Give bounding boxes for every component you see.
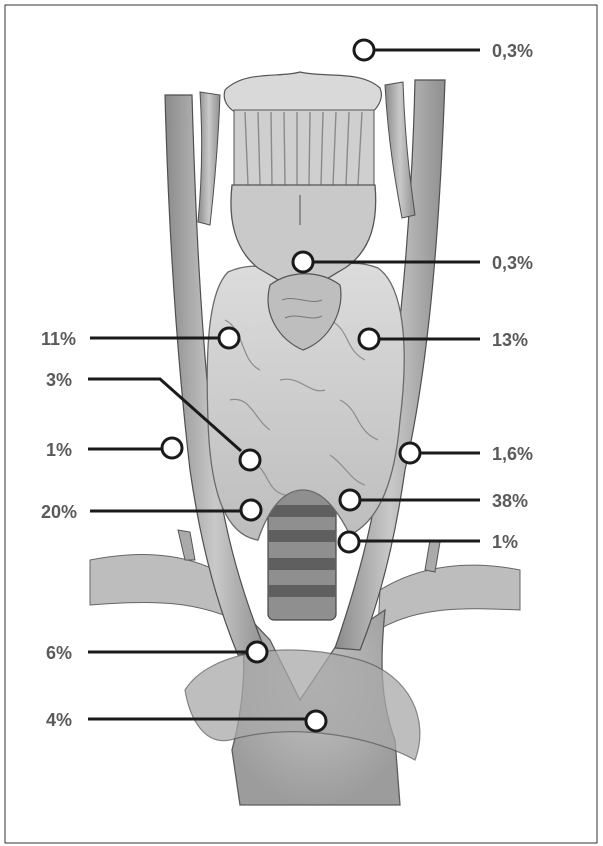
- marker-left-lower-pole: [241, 500, 261, 520]
- marker-right-upper-pole: [359, 329, 379, 349]
- label-left-mid-lobe: 3%: [46, 370, 72, 390]
- label-right-carotid-sheath: 1,6%: [492, 444, 533, 464]
- label-left-carotid-sheath: 1%: [46, 440, 72, 460]
- marker-mediastinum-lower: [306, 711, 326, 731]
- marker-thyroid-cartilage: [293, 252, 313, 272]
- marker-mediastinum-upper: [247, 642, 267, 662]
- label-trachea-ring: 1%: [492, 532, 518, 552]
- marker-left-carotid-sheath: [162, 438, 182, 458]
- marker-left-upper-pole: [219, 328, 239, 348]
- marker-right-carotid-sheath: [400, 443, 420, 463]
- label-right-upper-pole: 13%: [492, 330, 528, 350]
- label-mediastinum-lower: 4%: [46, 710, 72, 730]
- label-left-lower-pole: 20%: [41, 502, 77, 522]
- label-mediastinum-upper: 6%: [46, 643, 72, 663]
- marker-trachea-ring: [339, 532, 359, 552]
- label-left-upper-pole: 11%: [41, 329, 76, 349]
- label-right-lower-pole: 38%: [492, 491, 528, 511]
- marker-top-right: [354, 40, 374, 60]
- marker-left-mid-lobe: [240, 450, 260, 470]
- label-thyroid-cartilage: 0,3%: [492, 253, 533, 273]
- marker-right-lower-pole: [340, 490, 360, 510]
- label-top-right: 0,3%: [492, 41, 533, 61]
